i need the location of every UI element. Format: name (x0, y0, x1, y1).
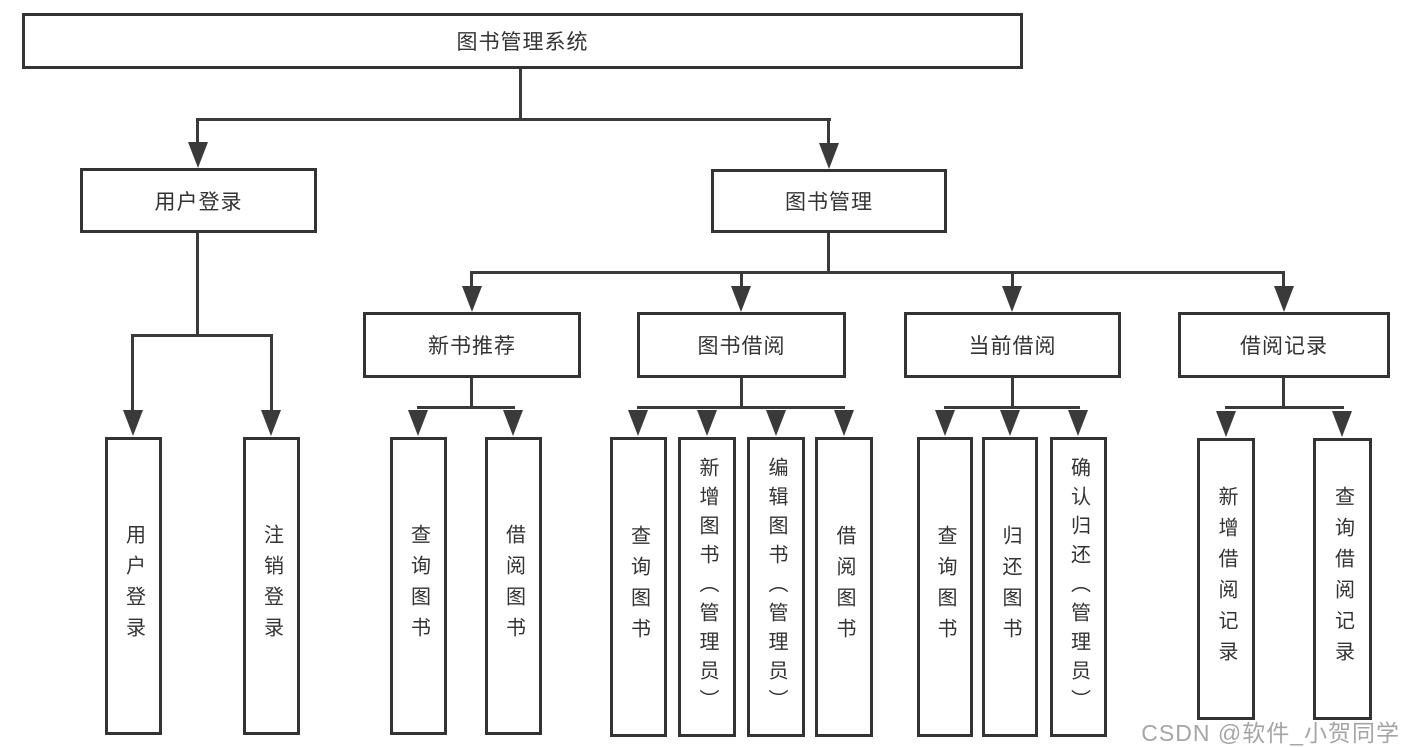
connector-drop-book-mgmt (827, 118, 830, 148)
leaf-query-borrow-record: 查询借阅记录 (1313, 438, 1372, 720)
arrowhead-book-borrowing (731, 286, 751, 312)
connector-drop-new-book (470, 271, 473, 291)
leaf-query-books-recommend-label: 查询图书 (407, 524, 430, 648)
leaf-return-book: 归还图书 (982, 437, 1038, 737)
node-user-login-branch: 用户登录 (80, 168, 317, 233)
connector-book-mgmt-crossbar (471, 271, 1285, 274)
leaf-query-books-borrowing: 查询图书 (610, 437, 667, 737)
node-book-management: 图书管理 (711, 169, 947, 233)
connector-borrow-records-crossbar (1225, 406, 1344, 409)
arrowhead-add-book (697, 410, 717, 436)
leaf-edit-book-admin-label: 编辑图书（管理员） (765, 456, 787, 718)
connector-user-login-crossbar (132, 334, 273, 337)
csdn-watermark: CSDN @软件_小贺同学 (1141, 720, 1400, 746)
leaf-logout: 注销登录 (243, 437, 300, 735)
arrowhead-confirm-return (1068, 410, 1088, 436)
arrowhead-return-book (1000, 410, 1020, 436)
leaf-user-login: 用户登录 (105, 437, 162, 735)
connector-new-book-crossbar (417, 406, 515, 409)
arrowhead-leaf-user-login (123, 410, 143, 436)
arrowhead-leaf-logout (261, 410, 281, 436)
node-borrow-records: 借阅记录 (1178, 312, 1390, 378)
leaf-query-books-current: 查询图书 (917, 437, 973, 737)
arrowhead-query-books-current (935, 410, 955, 436)
connector-borrow-records-stem (1282, 378, 1285, 408)
connector-drop-leaf-user-login (131, 334, 134, 414)
connector-new-book-stem (470, 378, 473, 408)
leaf-add-book-admin: 新增图书（管理员） (678, 437, 736, 737)
connector-drop-current-borrowing (1011, 271, 1014, 291)
leaf-return-book-label: 归还图书 (999, 525, 1021, 649)
leaf-borrow-books-borrowing: 借阅图书 (815, 437, 873, 737)
leaf-query-borrow-record-label: 查询借阅记录 (1331, 486, 1354, 672)
node-book-borrowing-label: 图书借阅 (697, 335, 786, 358)
connector-current-borrowing-crossbar (944, 406, 1080, 409)
leaf-borrow-books-recommend-label: 借阅图书 (502, 524, 525, 648)
connector-root-stem (519, 69, 522, 119)
leaf-logout-label: 注销登录 (260, 524, 283, 648)
leaf-edit-book-admin: 编辑图书（管理员） (747, 437, 805, 737)
arrowhead-edit-book (766, 410, 786, 436)
connector-drop-user-login (196, 118, 199, 148)
node-current-borrowing: 当前借阅 (904, 312, 1121, 378)
leaf-add-borrow-record-label: 新增借阅记录 (1215, 486, 1237, 672)
connector-user-login-stem (196, 233, 199, 335)
arrowhead-current-borrowing (1002, 286, 1022, 312)
node-library-system: 图书管理系统 (22, 13, 1023, 69)
leaf-confirm-return-admin-label: 确认归还（管理员） (1067, 456, 1090, 718)
arrowhead-book-mgmt (819, 143, 839, 169)
leaf-borrow-books-borrowing-label: 借阅图书 (833, 525, 855, 649)
leaf-query-books-recommend: 查询图书 (390, 437, 447, 735)
node-book-borrowing: 图书借阅 (637, 312, 846, 378)
arrowhead-query-books-borrowing (628, 410, 648, 436)
leaf-confirm-return-admin: 确认归还（管理员） (1050, 437, 1107, 737)
arrowhead-borrow-records (1274, 286, 1294, 312)
node-user-login-branch-label: 用户登录 (154, 190, 243, 214)
arrowhead-user-login (188, 142, 208, 168)
arrowhead-add-borrow-record (1216, 411, 1236, 437)
connector-root-crossbar (197, 118, 831, 121)
node-book-management-label: 图书管理 (785, 191, 873, 214)
leaf-add-borrow-record: 新增借阅记录 (1197, 438, 1255, 720)
arrowhead-borrow-books-recommend (503, 410, 523, 436)
connector-book-mgmt-stem (827, 233, 830, 273)
arrowhead-borrow-books-borrowing (834, 410, 854, 436)
node-borrow-records-label: 借阅记录 (1240, 335, 1328, 358)
connector-book-borrowing-crossbar (637, 406, 845, 409)
node-new-book-recommend-label: 新书推荐 (428, 335, 516, 358)
leaf-borrow-books-recommend: 借阅图书 (485, 437, 542, 735)
connector-book-borrowing-stem (740, 378, 743, 408)
leaf-add-book-admin-label: 新增图书（管理员） (696, 456, 718, 718)
connector-drop-book-borrowing (740, 271, 743, 291)
connector-current-borrowing-stem (1011, 378, 1014, 408)
node-new-book-recommend: 新书推荐 (363, 312, 581, 378)
leaf-user-login-label: 用户登录 (122, 524, 145, 648)
arrowhead-query-borrow-record (1332, 411, 1352, 437)
node-current-borrowing-label: 当前借阅 (968, 335, 1057, 358)
arrowhead-new-book (462, 286, 482, 312)
connector-drop-leaf-logout (270, 334, 273, 414)
arrowhead-query-books-recommend (408, 410, 428, 436)
connector-drop-borrow-records (1282, 271, 1285, 291)
leaf-query-books-borrowing-label: 查询图书 (627, 525, 650, 649)
leaf-query-books-current-label: 查询图书 (934, 525, 956, 649)
node-library-system-label: 图书管理系统 (456, 31, 589, 54)
